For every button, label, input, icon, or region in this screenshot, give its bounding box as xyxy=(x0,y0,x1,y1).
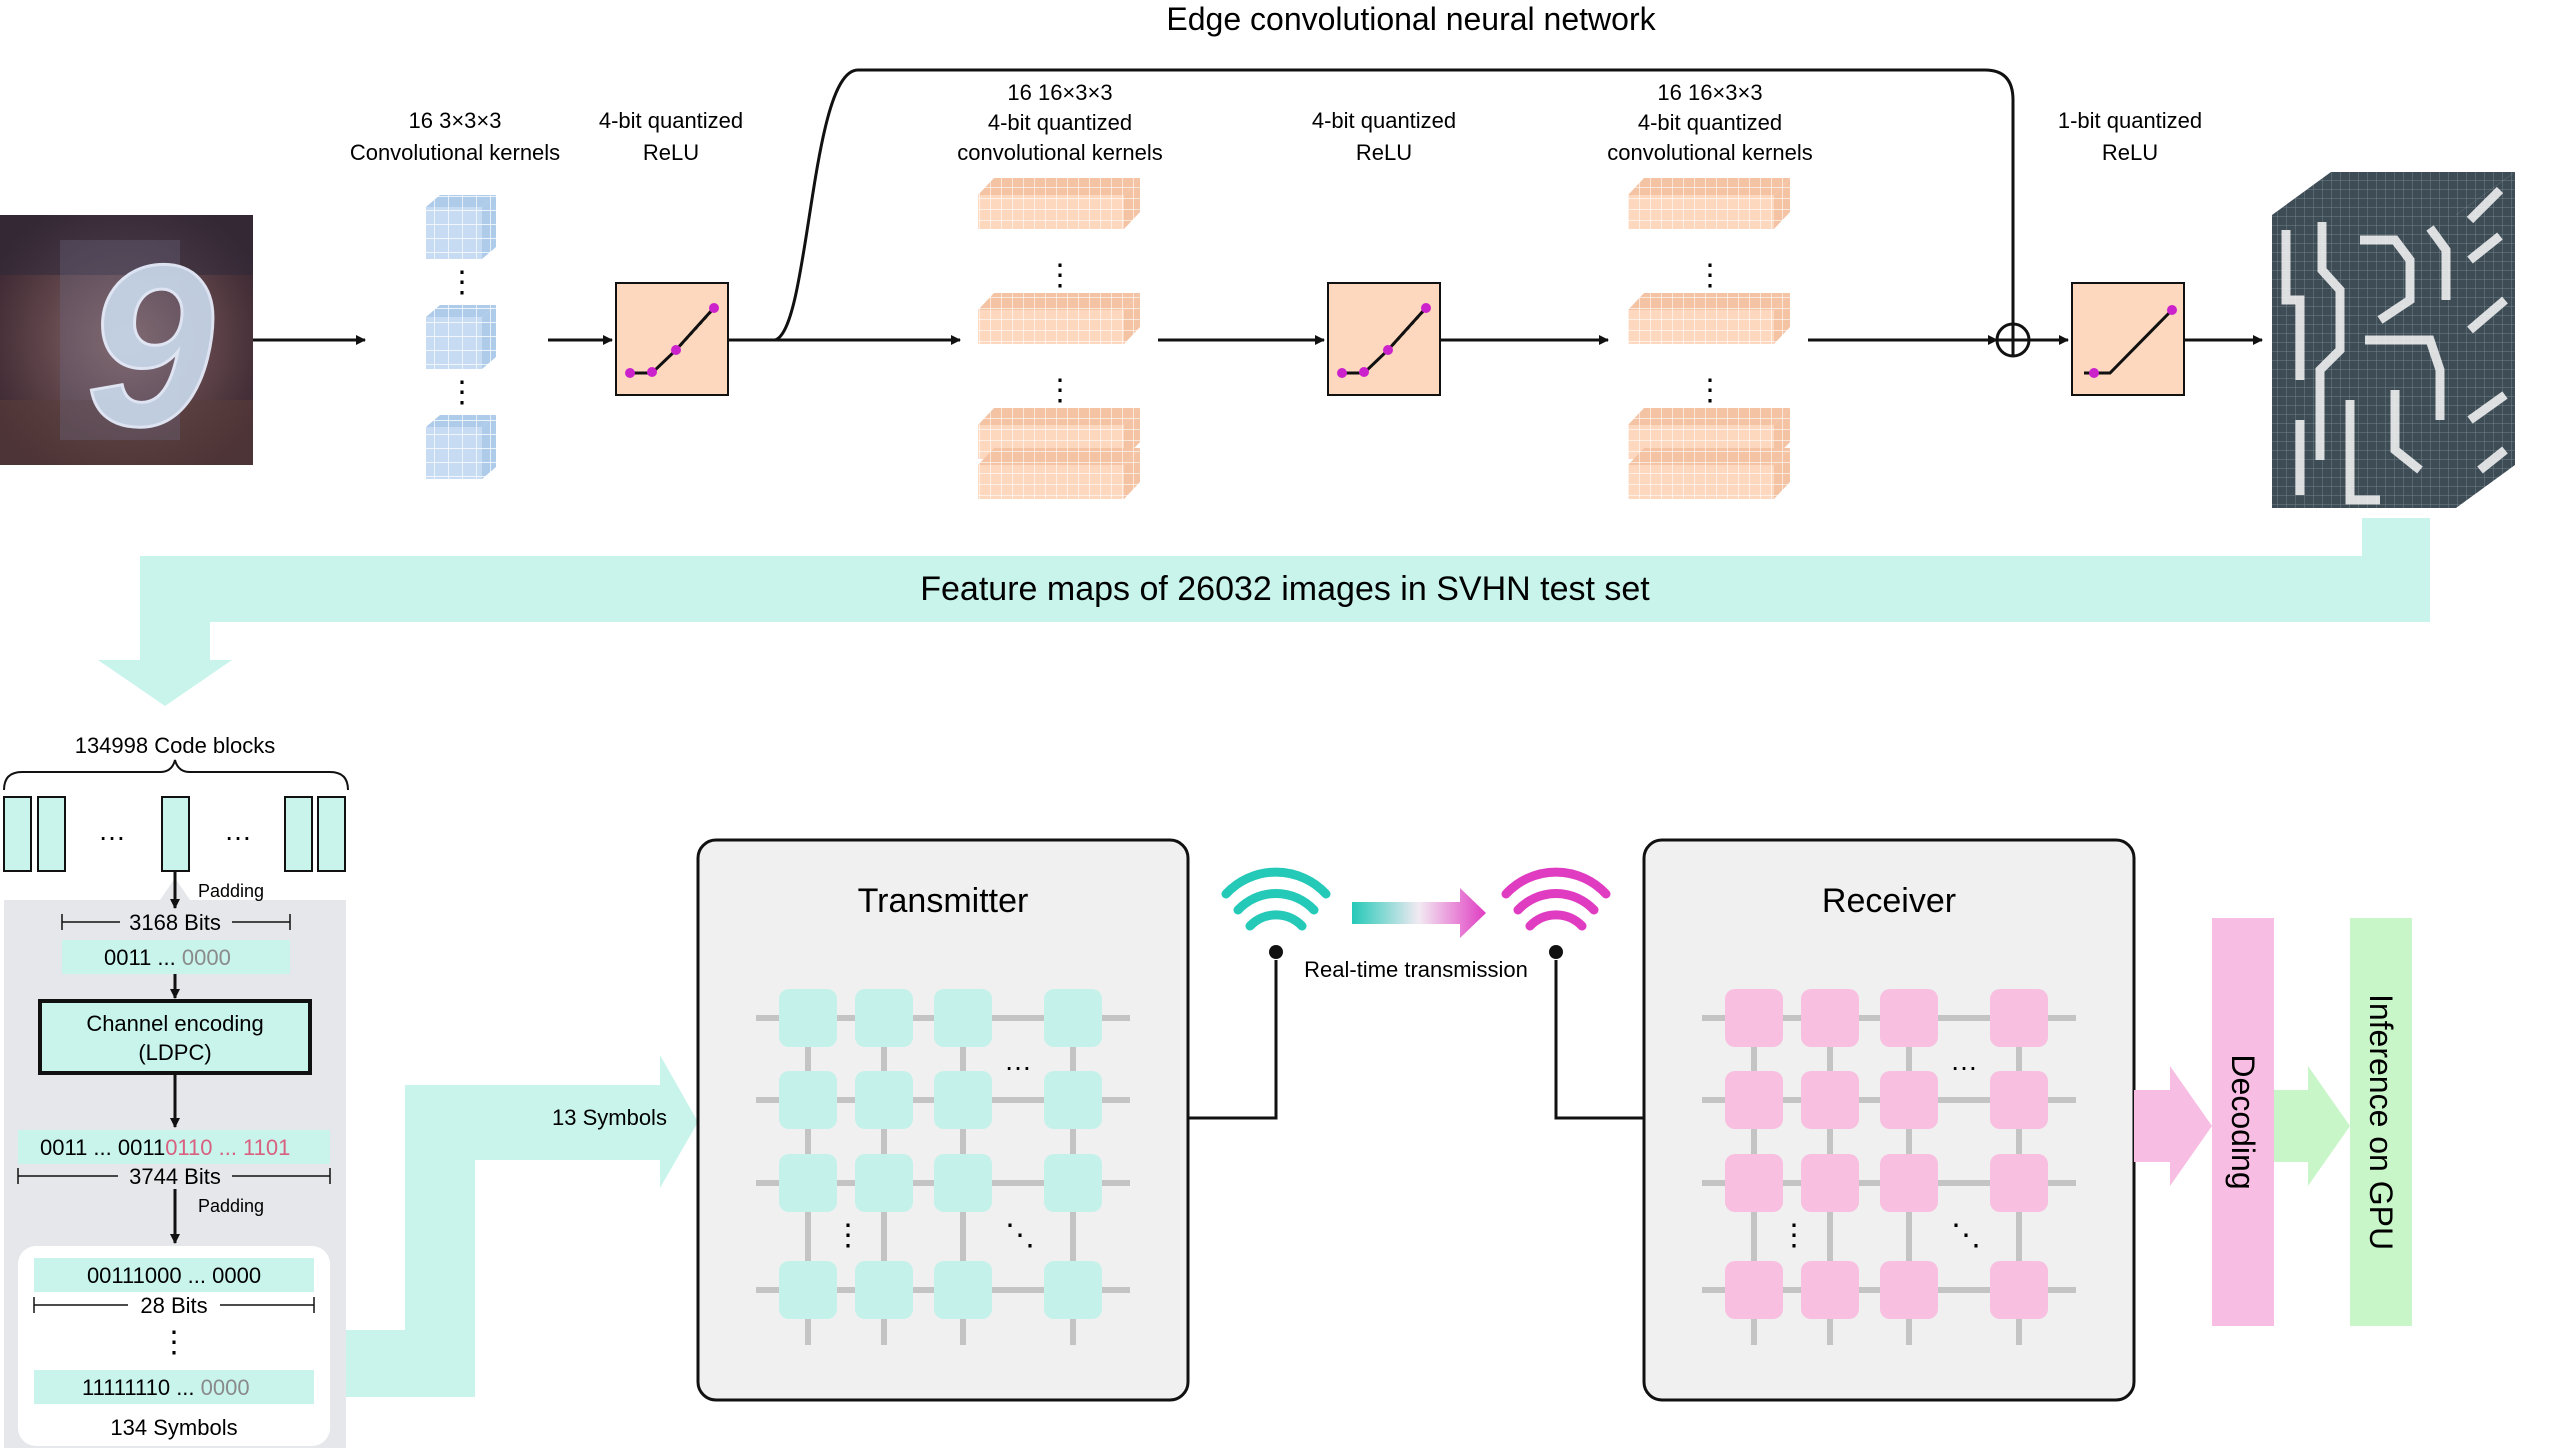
pink-wifi-icon xyxy=(1501,867,1611,931)
bits-3744-label: 3744 Bits xyxy=(129,1164,221,1189)
receiver-antenna-wire xyxy=(1554,960,1644,1120)
relu2-label-1: 4-bit quantized xyxy=(1312,108,1456,133)
padded-block xyxy=(62,940,290,974)
relu2-box xyxy=(1327,282,1441,396)
stage2-label-1: 16 16×3×3 xyxy=(1007,80,1112,105)
decoding-label: Decoding xyxy=(2225,1054,2261,1189)
encoder-line-2: (LDPC) xyxy=(138,1040,211,1065)
dimension-3744 xyxy=(17,1164,331,1188)
teal-wifi-icon xyxy=(1221,867,1331,931)
vdots-icon: ⋮ xyxy=(1695,374,1725,407)
feature-map-cube xyxy=(2272,172,2515,508)
transmitter-antenna-node xyxy=(1269,945,1283,959)
relu3-label-2: ReLU xyxy=(2102,140,2158,165)
peach-kernel-block xyxy=(978,178,1140,229)
relu3-label-1: 1-bit quantized xyxy=(2058,108,2202,133)
feature-map-band xyxy=(98,518,2430,706)
padding-label-2: Padding xyxy=(198,1196,264,1216)
vdots-icon: ⋮ xyxy=(833,1219,863,1252)
sum-node-icon xyxy=(1995,322,2031,358)
peach-kernel-block xyxy=(978,293,1140,344)
hdots-icon: … xyxy=(98,815,126,846)
ddots-icon: ⋱ xyxy=(1005,1219,1035,1252)
symbols-13-label: 13 Symbols xyxy=(552,1105,667,1130)
padded-block-text: 0011 ... 0000 xyxy=(104,945,231,970)
peach-kernel-block xyxy=(978,448,1140,499)
cnn-title: Edge convolutional neural network xyxy=(1166,1,1656,37)
vdots-icon: ⋮ xyxy=(1045,259,1075,292)
code-block-row: … … xyxy=(3,796,346,872)
stage3-label-2: 4-bit quantized xyxy=(1638,110,1782,135)
band-label: Feature maps of 26032 images in SVHN tes… xyxy=(920,570,1650,608)
transmitter-antenna-wire xyxy=(1188,960,1278,1120)
ldpc-encoder-box xyxy=(38,999,312,1075)
stage2-label-3: convolutional kernels xyxy=(957,140,1162,165)
stage3-label-1: 16 16×3×3 xyxy=(1657,80,1762,105)
symbol-row-2 xyxy=(34,1370,314,1404)
skip-connection xyxy=(728,68,2015,342)
relu1-label-2: ReLU xyxy=(643,140,699,165)
relu1-label-1: 4-bit quantized xyxy=(599,108,743,133)
input-digit-image: 9 xyxy=(0,215,253,476)
peach-kernel-block xyxy=(1628,448,1790,499)
stage3-label-3: convolutional kernels xyxy=(1607,140,1812,165)
receiver-to-decoding-arrow xyxy=(2134,1066,2212,1186)
stage1-label-2: Convolutional kernels xyxy=(350,140,560,165)
stage2-peach-kernels: ⋮ ⋮ xyxy=(978,178,1140,499)
code-blocks-label: 134998 Code blocks xyxy=(75,733,276,758)
dimension-3168 xyxy=(61,910,291,934)
realtime-label: Real-time transmission xyxy=(1304,957,1528,982)
transmitter-crossbar: … ⋮ ⋱ xyxy=(756,989,1130,1345)
bits-28-label: 28 Bits xyxy=(140,1293,207,1318)
padding-label-1: Padding xyxy=(198,881,264,901)
receiver-title: Receiver xyxy=(1822,882,1956,920)
transmitter-title: Transmitter xyxy=(858,882,1029,920)
dimension-28 xyxy=(33,1293,315,1317)
receiver-antenna-node xyxy=(1549,945,1563,959)
transmission-arrow-icon xyxy=(1352,888,1486,938)
stage1-label-1: 16 3×3×3 xyxy=(409,108,502,133)
symbol-row-2-text: 11111110 ... 0000 xyxy=(82,1375,250,1400)
stage2-label-2: 4-bit quantized xyxy=(988,110,1132,135)
relu1-box xyxy=(615,282,729,396)
inference-bar xyxy=(2350,918,2412,1326)
symbol-row-1 xyxy=(34,1258,314,1292)
peach-kernel-block xyxy=(1628,293,1790,344)
receiver-crossbar: … ⋮ ⋱ xyxy=(1702,989,2076,1345)
peach-kernel-block xyxy=(1628,178,1790,229)
vdots-icon: ⋮ xyxy=(1695,259,1725,292)
bits-3168-label: 3168 Bits xyxy=(129,910,221,935)
symbols-134-label: 134 Symbols xyxy=(110,1415,237,1440)
codeword-block xyxy=(18,1130,330,1164)
hdots-icon: … xyxy=(224,815,252,846)
relu3-box xyxy=(2071,282,2185,396)
vdots-icon: ⋮ xyxy=(159,1326,189,1359)
vdots-icon: ⋮ xyxy=(447,376,477,409)
decoding-to-inference-arrow xyxy=(2274,1066,2350,1186)
vdots-icon: ⋮ xyxy=(1779,1219,1809,1252)
input-digit-glyph: 9 xyxy=(86,217,214,474)
stage1-blue-kernels: ⋮ ⋮ xyxy=(426,195,496,479)
hdots-icon: … xyxy=(1950,1045,1978,1076)
blue-cube xyxy=(426,415,496,479)
vdots-icon: ⋮ xyxy=(1045,374,1075,407)
peach-kernel-block xyxy=(978,408,1140,459)
stage3-peach-kernels: ⋮ ⋮ xyxy=(1628,178,1790,499)
inference-label: Inference on GPU xyxy=(2363,994,2399,1250)
symbol-row-1-text: 00111000 ... 0000 xyxy=(87,1263,261,1288)
code-blocks-brace xyxy=(3,759,349,791)
symbol-flow-arrow xyxy=(346,1055,698,1397)
relu2-label-2: ReLU xyxy=(1356,140,1412,165)
hdots-icon: … xyxy=(1004,1045,1032,1076)
decoding-bar xyxy=(2212,918,2274,1326)
blue-cube xyxy=(426,305,496,369)
encoder-line-1: Channel encoding xyxy=(86,1011,263,1036)
ddots-icon: ⋱ xyxy=(1951,1219,1981,1252)
codeword-text: 0011 ... 00110110 ... 1101 xyxy=(40,1135,290,1160)
vdots-icon: ⋮ xyxy=(447,266,477,299)
blue-cube xyxy=(426,195,496,259)
